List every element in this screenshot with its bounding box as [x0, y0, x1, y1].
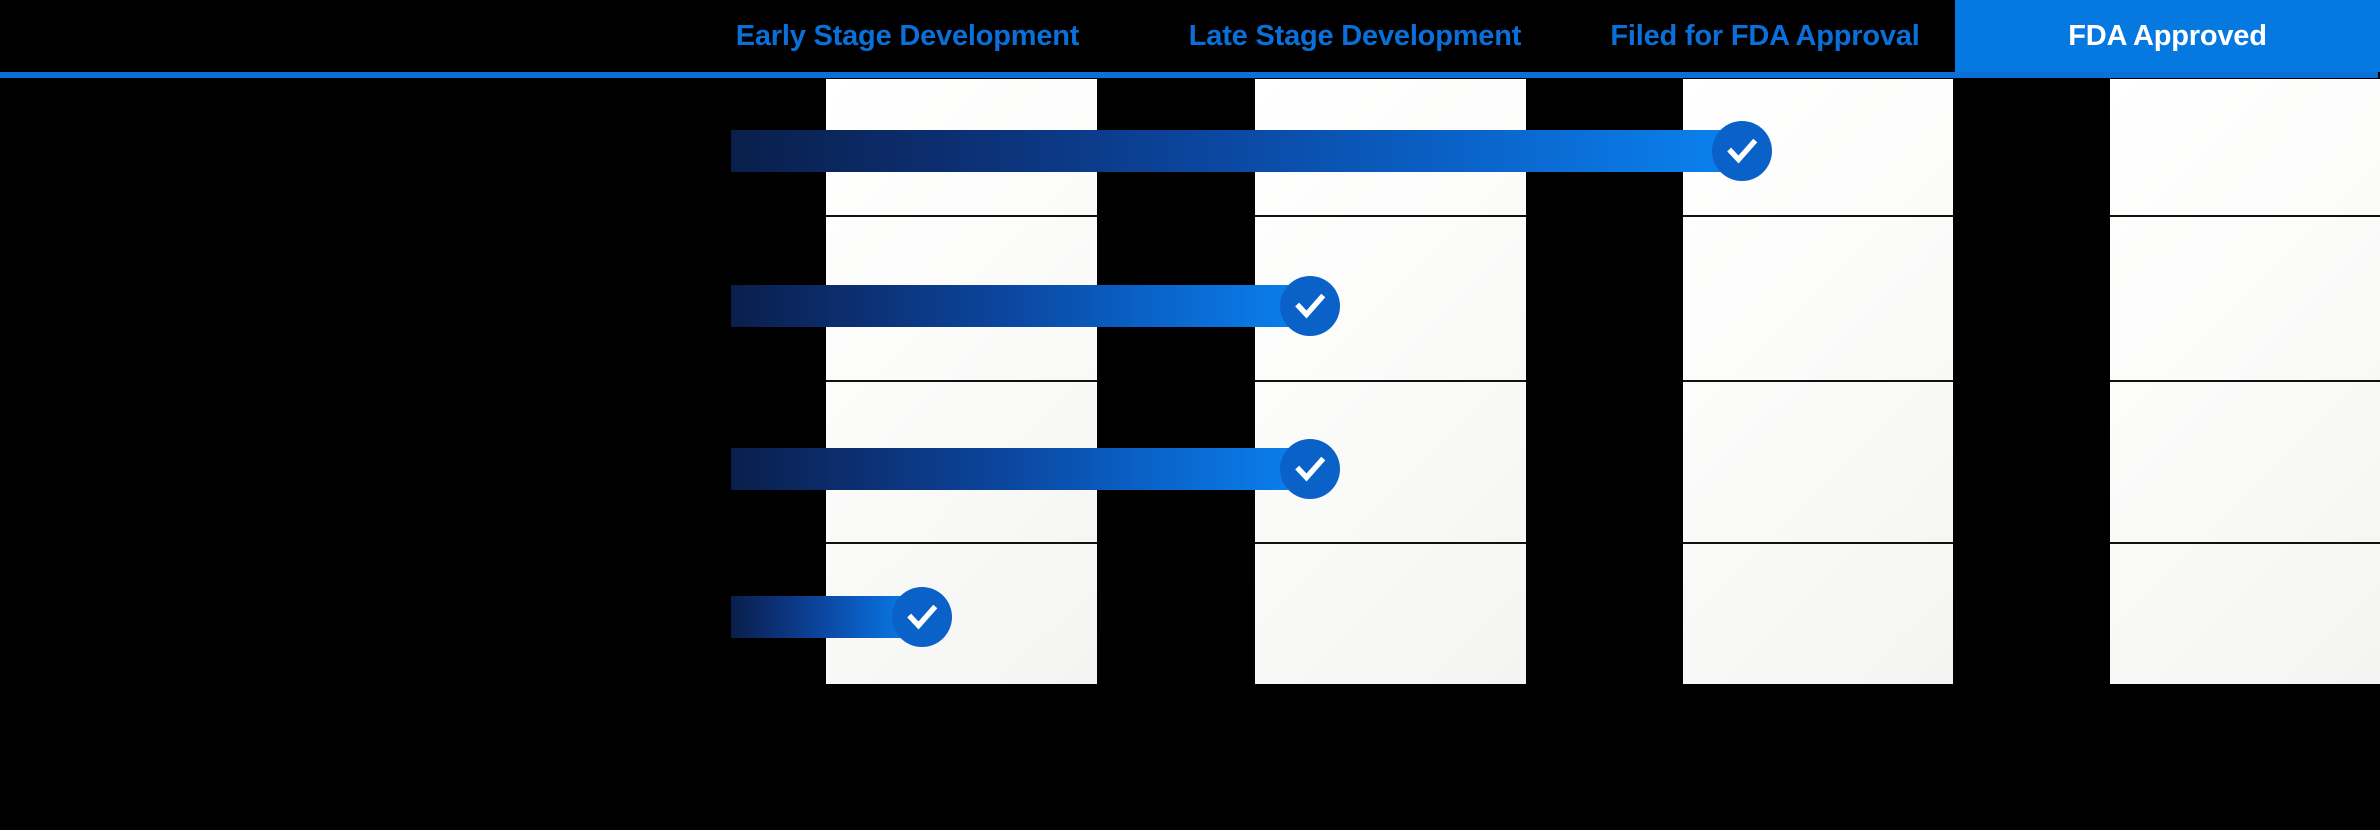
row-divider: [1683, 542, 1953, 544]
stage-tab-label: Late Stage Development: [1188, 19, 1522, 52]
row-divider: [1683, 380, 1953, 382]
stage-tab-label: FDA Approved: [2068, 19, 2267, 52]
stage-tab-label: Early Stage Development: [735, 19, 1080, 52]
row-divider: [1683, 215, 1953, 217]
row-divider: [2110, 215, 2380, 217]
stage-tab-filed-for-fda-approval[interactable]: Filed for FDA Approval: [1575, 0, 1955, 72]
column-panel-fda-approved: [2110, 79, 2380, 684]
row-divider: [1255, 542, 1526, 544]
row-divider: [826, 380, 1097, 382]
column-panel-late-stage-development: [1255, 79, 1526, 684]
stage-tab-label: Filed for FDA Approval: [1610, 19, 1920, 52]
header-divider-rule: [0, 72, 2378, 78]
stage-tab-early-stage-development[interactable]: Early Stage Development: [680, 0, 1135, 72]
row-divider: [2110, 542, 2380, 544]
row-divider: [2110, 380, 2380, 382]
column-panel-early-stage-development: [826, 79, 1097, 684]
stage-tab-bar: Early Stage Development Late Stage Devel…: [0, 0, 2380, 72]
row-divider: [1255, 215, 1526, 217]
column-panel-filed-for-fda-approval: [1683, 79, 1953, 684]
stage-tab-late-stage-development[interactable]: Late Stage Development: [1135, 0, 1575, 72]
row-divider: [1255, 380, 1526, 382]
row-divider: [826, 542, 1097, 544]
row-divider: [826, 215, 1097, 217]
stage-tab-fda-approved[interactable]: FDA Approved: [1955, 0, 2380, 72]
